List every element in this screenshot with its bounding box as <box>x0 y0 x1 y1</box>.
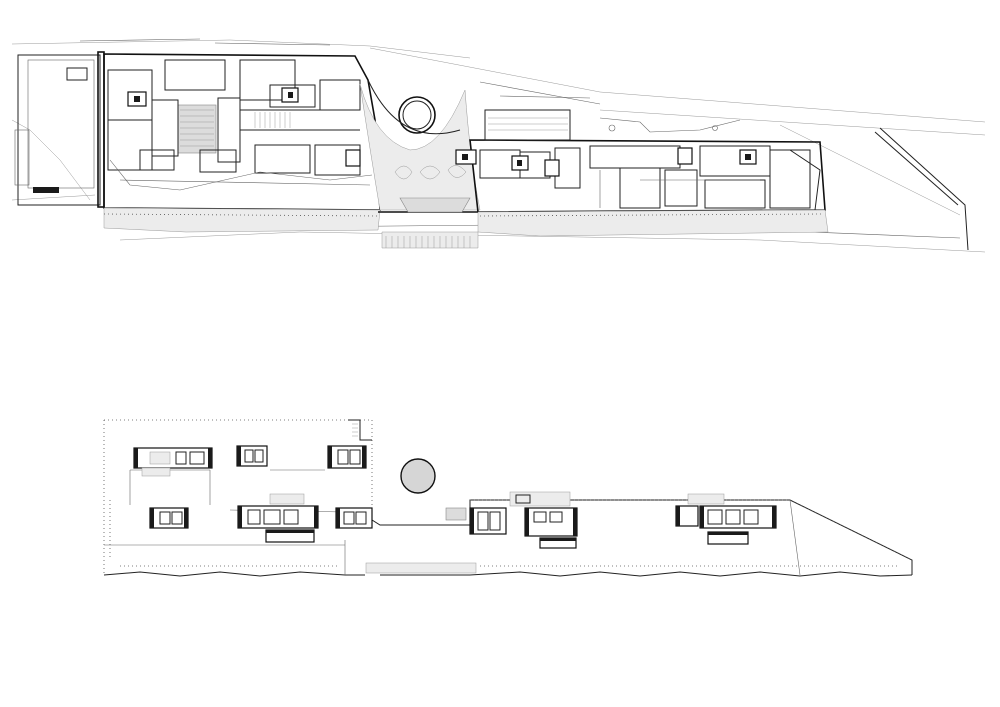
core-w1 <box>133 447 213 477</box>
core-w3 <box>327 445 367 469</box>
west-stair <box>348 419 372 441</box>
core-m1 <box>445 491 578 549</box>
core-w2 <box>236 445 268 467</box>
core-w4 <box>149 507 189 529</box>
core-e1 <box>675 493 777 545</box>
main-building-east <box>455 109 829 237</box>
rotunda <box>400 458 436 494</box>
central-atrium <box>359 79 481 249</box>
core-w6 <box>335 507 373 529</box>
main-building-west <box>103 53 381 233</box>
core-w5 <box>237 493 319 543</box>
column-grid <box>109 500 900 567</box>
floor-outline <box>103 419 913 577</box>
